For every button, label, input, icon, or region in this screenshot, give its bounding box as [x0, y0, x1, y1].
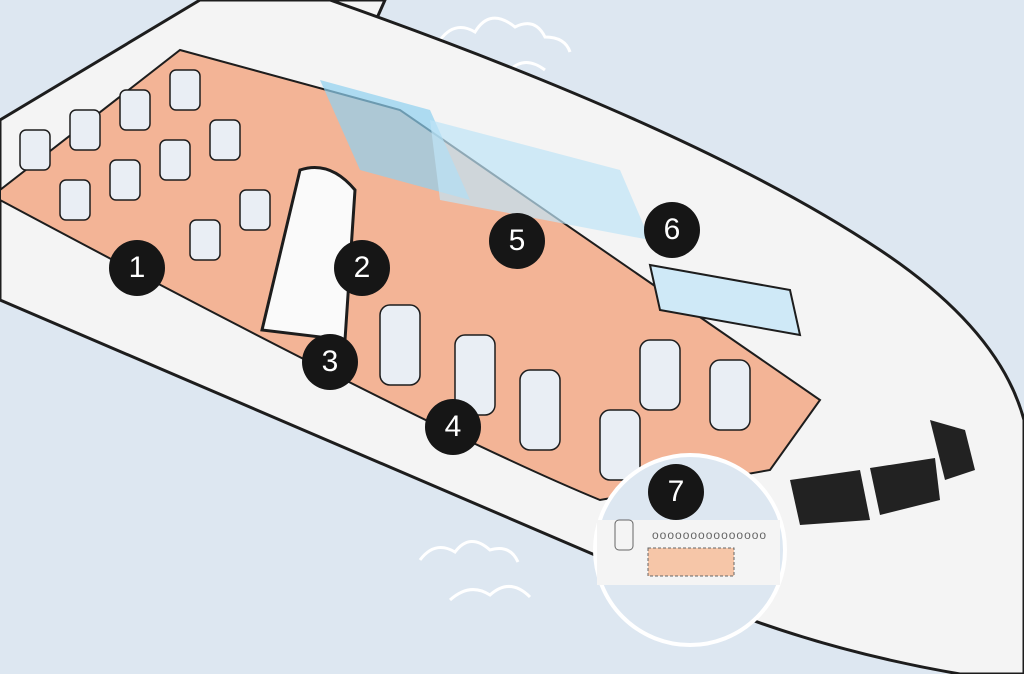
marker-6[interactable]: 6 — [644, 202, 700, 258]
marker-1[interactable]: 1 — [109, 240, 165, 296]
inset-door — [614, 519, 634, 551]
marker-2[interactable]: 2 — [334, 240, 390, 296]
inset-window-row: ooooooooooooooo — [652, 528, 768, 542]
marker-3[interactable]: 3 — [302, 334, 358, 390]
glass-partition — [430, 120, 650, 240]
marker-4[interactable]: 4 — [425, 399, 481, 455]
marker-5[interactable]: 5 — [489, 213, 545, 269]
glass-partition — [320, 80, 470, 200]
cockpit-windows — [790, 420, 975, 525]
marker-7[interactable]: 7 — [648, 464, 704, 520]
bed-pod — [648, 263, 802, 337]
safety-placard — [647, 547, 735, 577]
seats — [19, 69, 751, 481]
